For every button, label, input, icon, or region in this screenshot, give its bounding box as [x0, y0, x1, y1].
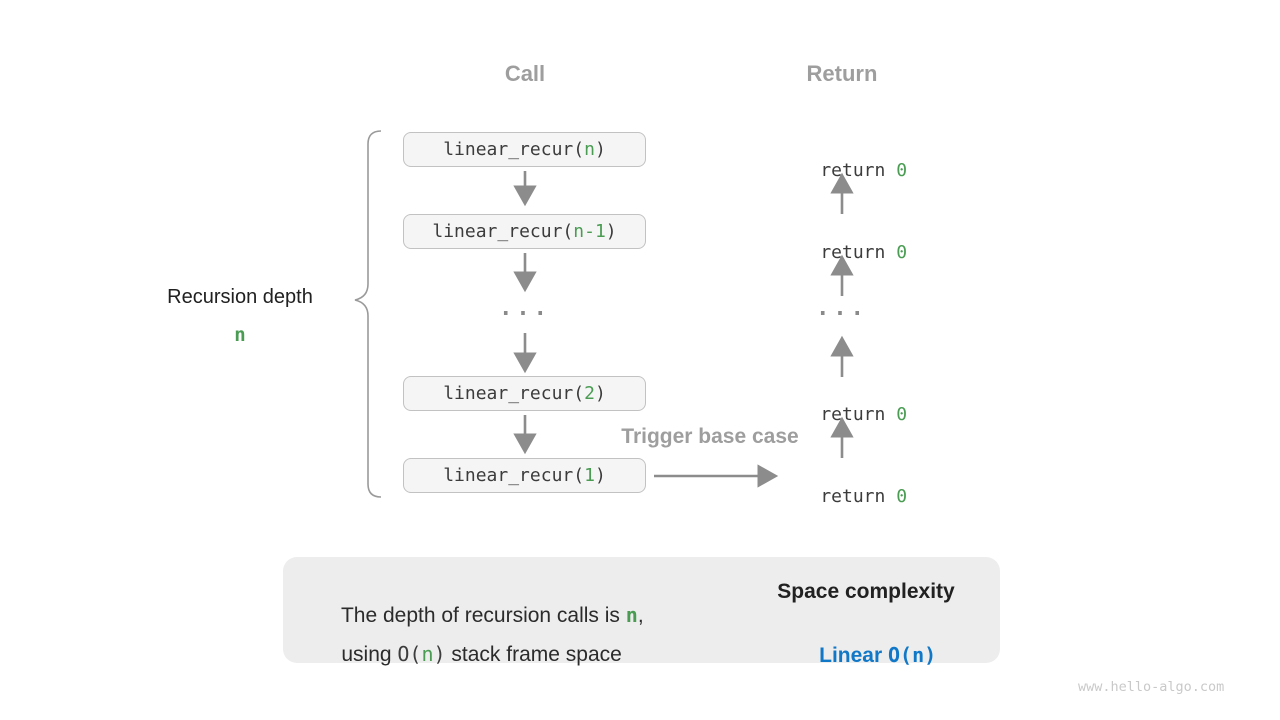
call-frame-text: linear_recur( [443, 465, 585, 486]
summary-bigO: O( [397, 642, 422, 666]
return-text: return [820, 242, 897, 263]
call-frame-text: ) [594, 465, 606, 486]
watermark: www.hello-algo.com [1078, 679, 1225, 695]
complexity-bigO: O( [888, 643, 913, 667]
call-frame-2: linear_recur(2) [403, 376, 646, 411]
return-statement: return 0 [752, 221, 932, 284]
summary-text: stack frame space [445, 643, 622, 666]
call-frame-1: linear_recur(1) [403, 458, 646, 493]
recursion-depth-label: Recursion depth [167, 286, 313, 308]
call-frame-arg: n [584, 139, 595, 160]
summary-bigO: ) [433, 642, 446, 666]
complexity-bigO: ) [924, 643, 937, 667]
call-frame-n: linear_recur(n) [403, 132, 646, 167]
return-text: return [820, 404, 897, 425]
return-ellipsis: ... [816, 296, 868, 321]
return-value: 0 [896, 242, 908, 263]
call-frame-text: linear_recur( [443, 139, 585, 160]
call-frame-text: linear_recur( [432, 221, 574, 242]
call-frame-n-1: linear_recur(n-1) [403, 214, 646, 249]
return-statement: return 0 [752, 465, 932, 528]
return-value: 0 [896, 486, 908, 507]
return-value: 0 [896, 404, 908, 425]
call-frame-arg: 1 [584, 465, 595, 486]
summary-n: n [421, 642, 434, 666]
return-column-header: Return [806, 61, 878, 86]
summary-line-1: The depth of recursion calls is n, [318, 579, 644, 652]
call-frame-text: linear_recur( [443, 383, 585, 404]
summary-panel [283, 557, 1000, 663]
call-frame-arg: n-1 [573, 221, 606, 242]
recursion-depth-brace-icon [354, 130, 382, 498]
summary-text: using [341, 643, 398, 666]
complexity-word: Linear [819, 644, 888, 667]
call-frame-text: ) [594, 383, 606, 404]
return-text: return [820, 486, 897, 507]
call-frame-arg: 2 [584, 383, 595, 404]
call-frame-text: ) [594, 139, 606, 160]
trigger-base-case-label: Trigger base case [621, 425, 799, 448]
call-column-header: Call [504, 61, 546, 86]
space-complexity-title: Space complexity [777, 580, 955, 603]
return-statement: return 0 [752, 139, 932, 202]
return-value: 0 [896, 160, 908, 181]
complexity-n: n [912, 643, 925, 667]
call-frame-text: ) [605, 221, 617, 242]
return-text: return [820, 160, 897, 181]
recursion-depth-value: n [234, 324, 246, 346]
summary-n: n [625, 603, 638, 627]
summary-text: , [637, 604, 644, 627]
summary-text: The depth of recursion calls is [340, 604, 626, 627]
space-complexity-value: Linear O(n) [766, 619, 966, 692]
call-ellipsis: ... [499, 296, 551, 321]
return-statement: return 0 [752, 383, 932, 446]
summary-line-2: using O(n) stack frame space [318, 618, 622, 691]
